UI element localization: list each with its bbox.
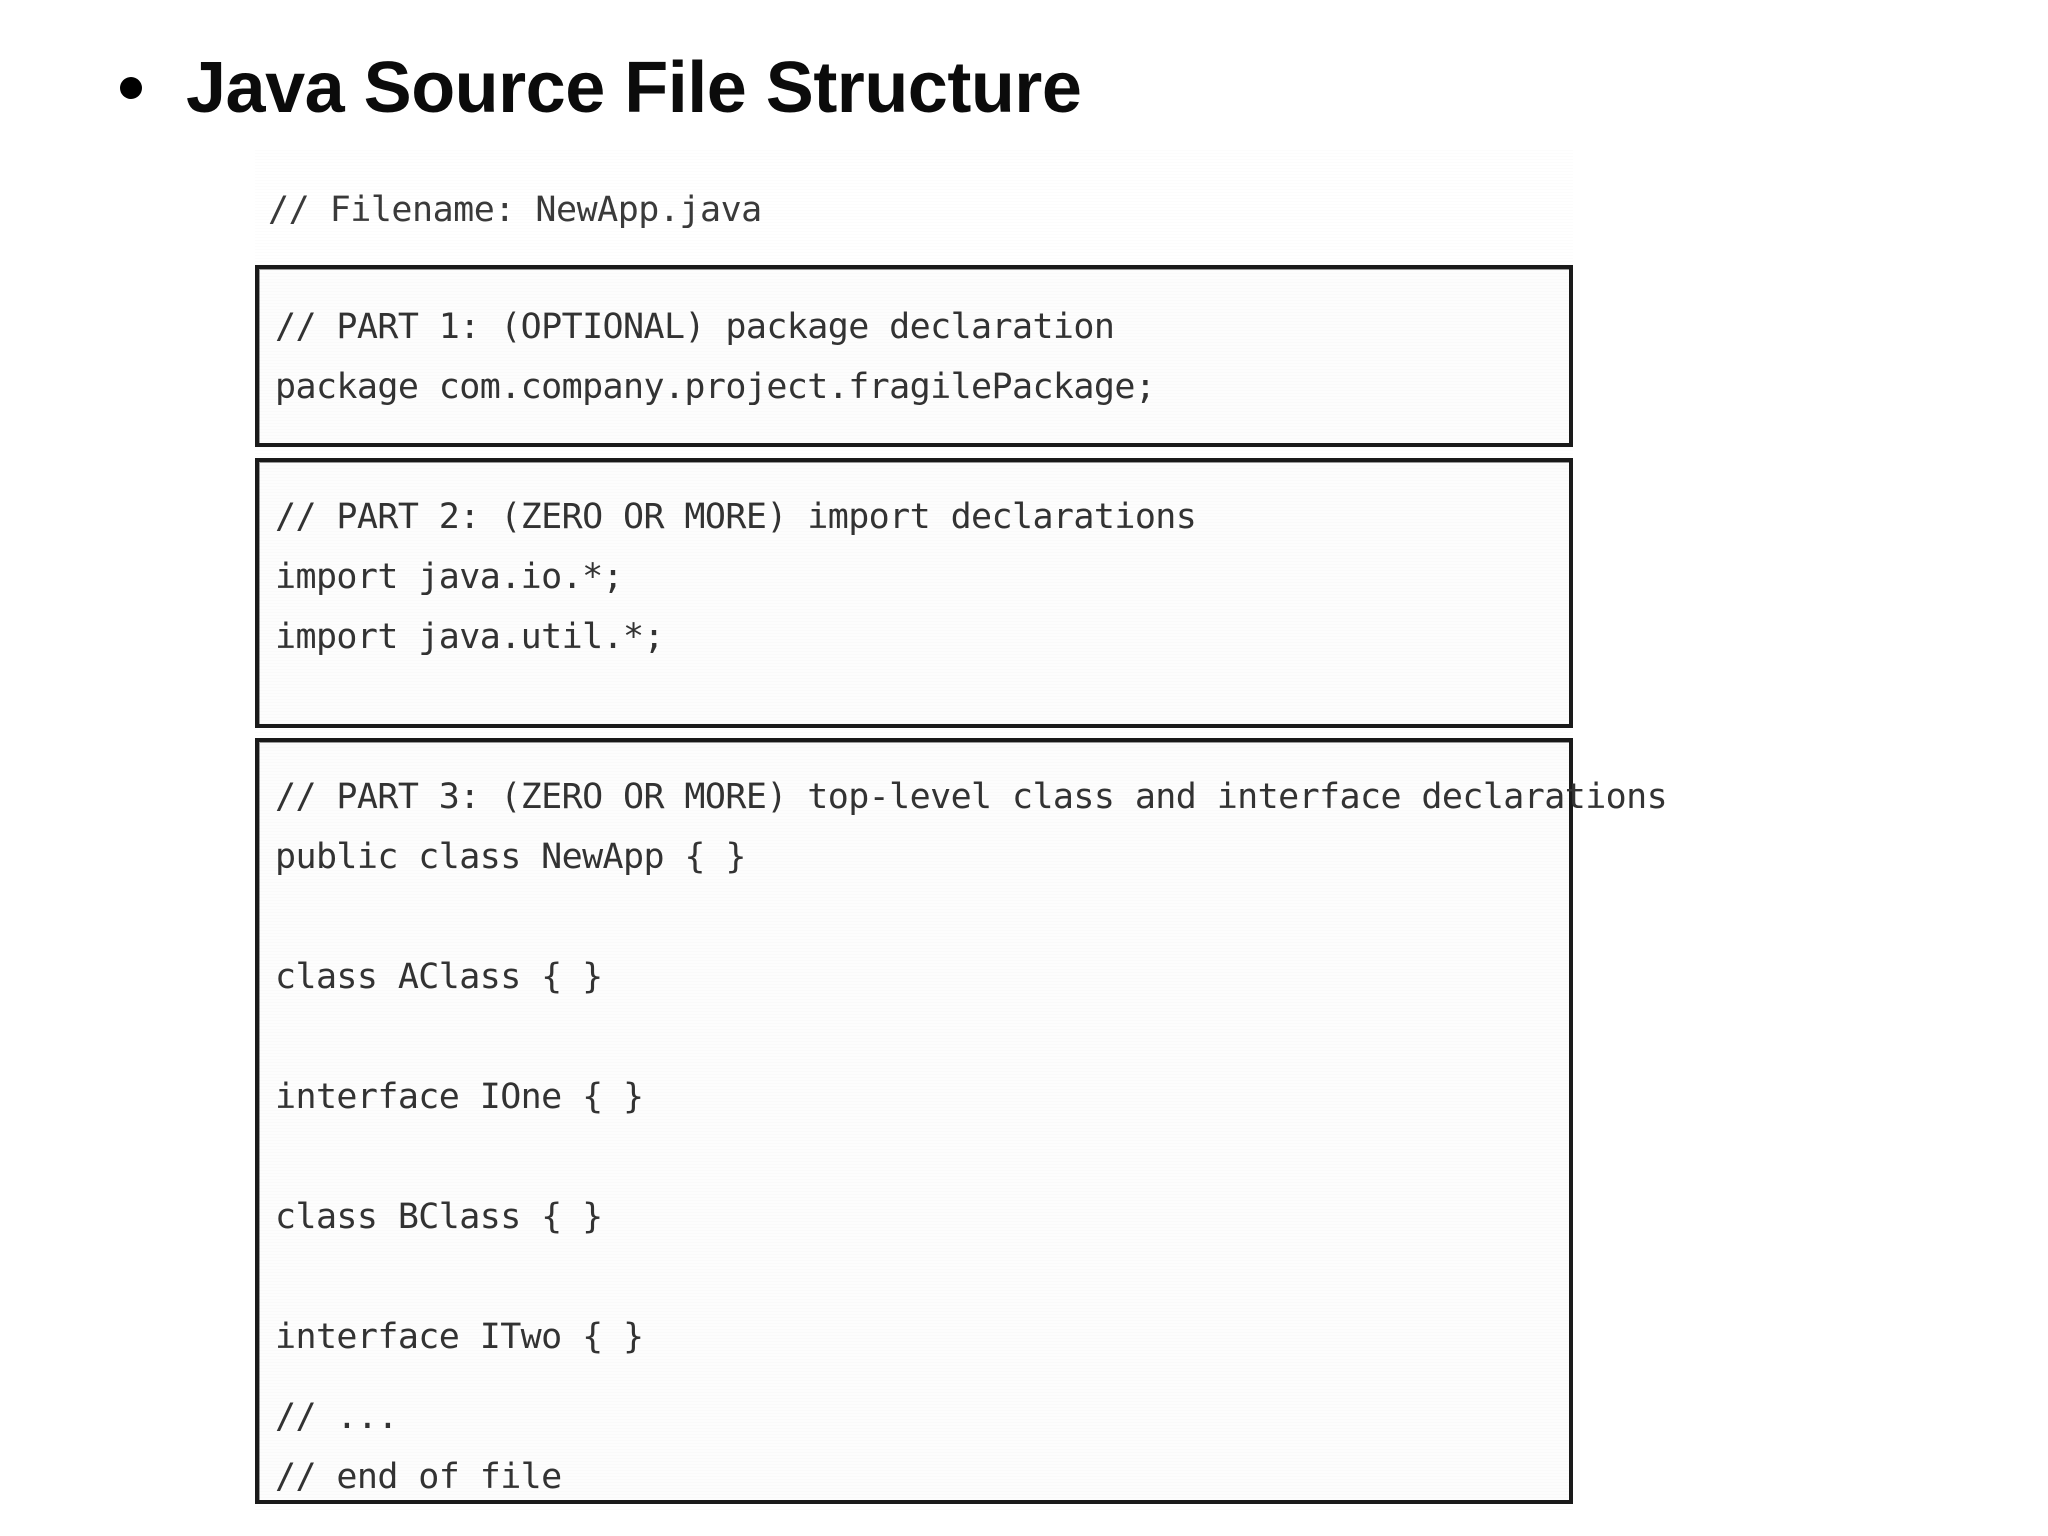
part2-code: // PART 2: (ZERO OR MORE) import declara… <box>275 497 1197 657</box>
part2-imports-box: // PART 2: (ZERO OR MORE) import declara… <box>255 458 1573 728</box>
part1-code: // PART 1: (OPTIONAL) package declaratio… <box>275 307 1156 407</box>
part1-package-box: // PART 1: (OPTIONAL) package declaratio… <box>255 265 1573 447</box>
filename-comment: // Filename: NewApp.java <box>268 190 762 230</box>
part3-declarations-box: // PART 3: (ZERO OR MORE) top-level clas… <box>255 738 1668 1504</box>
part3-code: // PART 3: (ZERO OR MORE) top-level clas… <box>275 777 1668 1357</box>
slide-heading: Java Source File Structure <box>120 48 1082 128</box>
part3-tail-code: // ... // end of file <box>275 1397 562 1497</box>
bullet-icon <box>120 77 142 99</box>
page-title: Java Source File Structure <box>186 48 1082 128</box>
